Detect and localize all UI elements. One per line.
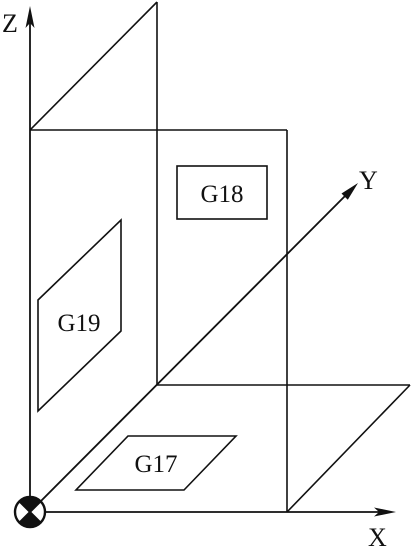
z-axis (25, 6, 35, 512)
g19-label: G19 (57, 310, 100, 337)
z-axis-arrowhead (25, 6, 35, 28)
y-axis (29, 183, 358, 513)
yz-plane-frame (29, 1, 158, 385)
x-axis-label: X (368, 523, 387, 548)
g18-label: G18 (200, 181, 243, 208)
g18-plane-marker: G18 (176, 165, 268, 220)
g19-plane-marker: G19 (37, 218, 122, 413)
xz-plane-frame (30, 129, 288, 512)
xy-plane-frame (157, 384, 411, 513)
x-axis-arrowhead (374, 507, 396, 517)
g17-label: G17 (134, 451, 177, 478)
x-axis (30, 507, 396, 517)
origin-icon (13, 495, 47, 529)
z-axis-label: Z (2, 9, 18, 38)
g17-plane-marker: G17 (74, 435, 238, 491)
y-axis-label: Y (359, 166, 378, 195)
y-axis-arrowhead (341, 183, 358, 200)
